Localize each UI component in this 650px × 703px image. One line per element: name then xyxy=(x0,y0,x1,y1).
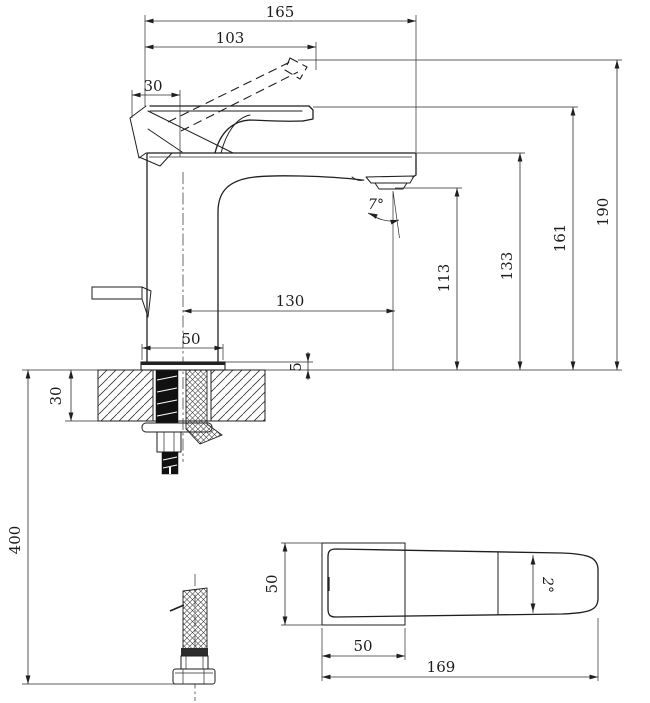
dim-label-133: 133 xyxy=(498,252,516,281)
dim-label-2deg: 2° xyxy=(539,576,555,593)
dim-label-50-topview-width: 50 xyxy=(263,574,281,593)
front-view xyxy=(22,57,622,701)
top-view xyxy=(321,542,599,626)
hose-ferrule xyxy=(181,648,208,656)
hose-nut xyxy=(172,668,216,685)
dim-label-5-plate: 5 xyxy=(287,362,305,372)
deck-section xyxy=(97,369,266,422)
dim-label-130: 130 xyxy=(276,292,305,310)
dim-label-50-base: 50 xyxy=(181,330,200,348)
side-lever xyxy=(91,286,152,318)
dim-label-30-deck: 30 xyxy=(47,386,65,405)
base-plate xyxy=(140,361,226,371)
aerator xyxy=(365,175,415,190)
handle-raised-phantom xyxy=(167,57,308,132)
dim-label-190: 190 xyxy=(594,198,612,227)
dim-label-7deg: 7° xyxy=(368,197,384,213)
dimensions: 165 103 30 113 133 161 190 130 50 5 30 4… xyxy=(6,3,622,685)
mounting-nut xyxy=(156,431,182,475)
dim-label-169: 169 xyxy=(427,658,456,676)
dim-label-161: 161 xyxy=(551,224,569,253)
dim-label-30-handle: 30 xyxy=(143,77,162,95)
handle-lever xyxy=(129,105,314,167)
mounting-stud xyxy=(155,369,179,424)
dim-label-113: 113 xyxy=(435,264,453,293)
dim-label-400: 400 xyxy=(6,526,24,555)
dim-label-165: 165 xyxy=(266,3,295,21)
top-view-base-square xyxy=(321,542,406,626)
top-view-outline xyxy=(327,548,599,618)
dim-label-50-topview-base: 50 xyxy=(353,637,372,655)
dim-label-103: 103 xyxy=(216,29,245,47)
supply-hose xyxy=(169,574,216,701)
